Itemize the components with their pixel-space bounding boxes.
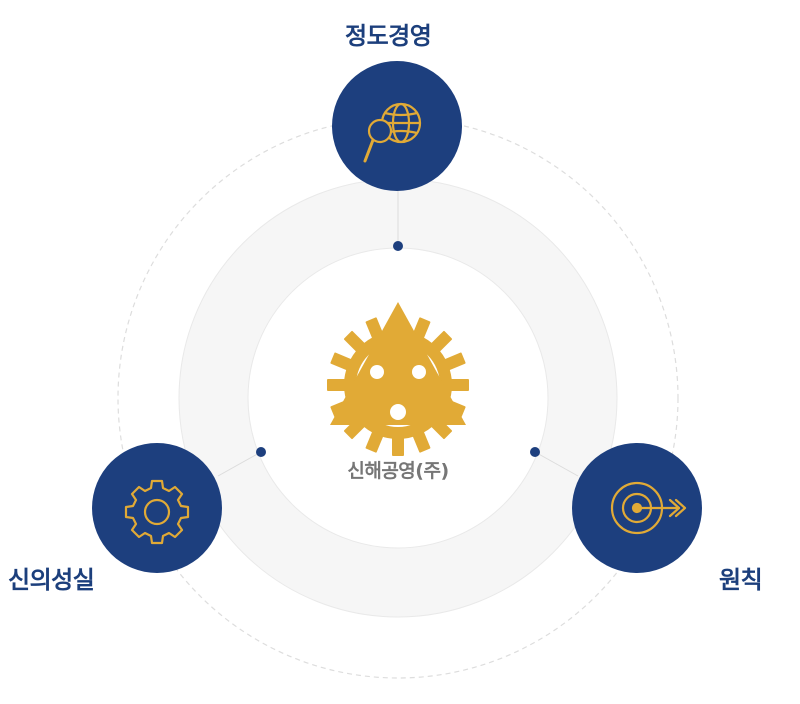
- connector-dot-left: [256, 447, 266, 457]
- node-label-right: 원칙: [719, 566, 763, 594]
- connector-left: [217, 451, 262, 477]
- globe-search-icon: [363, 102, 422, 163]
- company-name: 신해공영(주): [347, 460, 449, 482]
- gear-triangle-emblem-icon: [327, 302, 469, 456]
- node-label-left: 신의성실: [8, 566, 95, 594]
- gear-icon: [124, 479, 190, 545]
- connector-dot-right: [530, 447, 540, 457]
- node-left: [92, 443, 222, 573]
- target-icon: [610, 481, 687, 535]
- connector-right: [534, 451, 579, 477]
- node-right: [572, 443, 702, 573]
- connector-dot-top: [393, 241, 403, 251]
- node-top: [332, 61, 462, 191]
- node-label-top: 정도경영: [345, 22, 432, 50]
